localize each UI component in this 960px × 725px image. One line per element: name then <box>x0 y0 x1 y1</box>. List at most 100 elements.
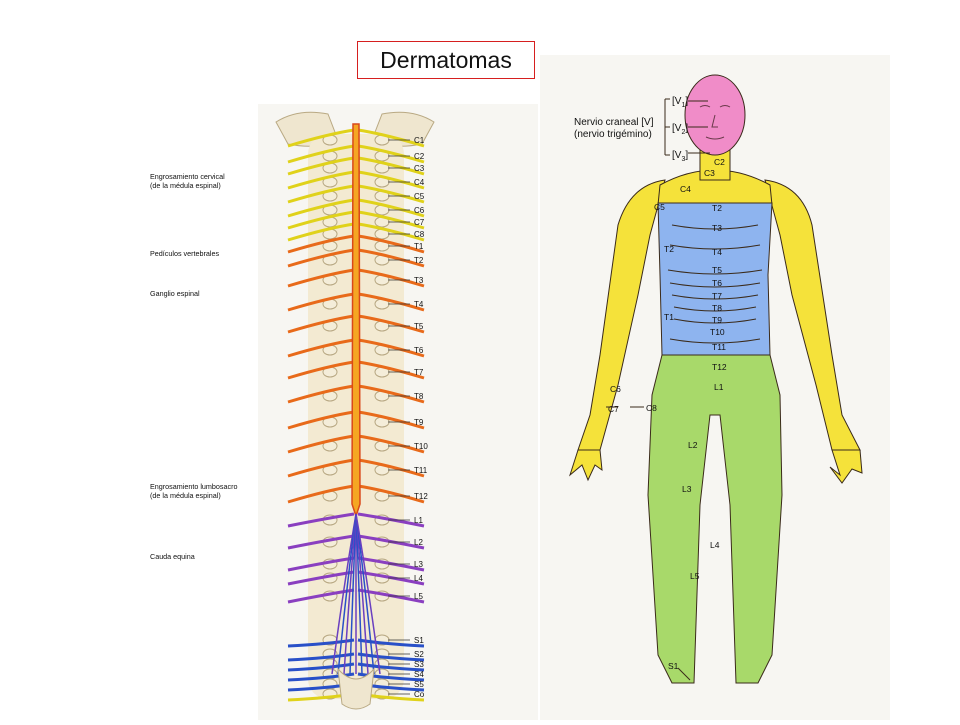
dermatome-label: C5 <box>654 202 665 212</box>
dermatome-label: C3 <box>704 168 715 178</box>
spinal-nerve-left <box>287 268 355 288</box>
spinal-nerve-left <box>287 248 355 268</box>
spinal-nerve-right <box>357 144 425 164</box>
segment-label: S5 <box>414 680 424 689</box>
dermatome-body-map: Nervio craneal [V] (nervio trigémino) [V… <box>540 55 890 720</box>
spinal-nerve-right <box>357 410 425 430</box>
segment-label: C1 <box>414 136 425 145</box>
spinal-nerve-left <box>287 170 355 190</box>
right-hand <box>569 449 603 482</box>
dermatome-label: T12 <box>712 362 727 372</box>
right-arm <box>577 179 666 451</box>
segment-label: T1 <box>414 242 424 251</box>
spinal-nerve-left <box>287 484 355 504</box>
dermatome-label: S1 <box>668 661 679 671</box>
dermatome-label: L4 <box>710 540 720 550</box>
left-callouts-group: Engrosamiento cervical(de la médula espi… <box>150 172 238 561</box>
segment-labels-group: C1C2C3C4C5C6C7C8T1T2T3T4T5T6T7T8T9T10T11… <box>388 136 428 699</box>
spinal-nerve-left <box>287 434 355 454</box>
spinal-nerve-right <box>357 248 425 268</box>
trigeminal-label-1: Nervio craneal [V] <box>574 117 654 128</box>
dermatome-label: C2 <box>714 157 725 167</box>
trigeminal-bracket <box>664 98 710 156</box>
spinal-nerve-left <box>287 638 355 648</box>
dermatome-leaders <box>606 406 691 681</box>
spinal-nerve-left <box>287 184 355 204</box>
dermatome-label: T2 <box>664 244 674 254</box>
segment-label: T11 <box>414 466 428 475</box>
segment-label: L5 <box>414 592 423 601</box>
spinal-nerve-right <box>357 198 425 218</box>
spinal-nerve-left <box>287 384 355 404</box>
spinal-nerve-left <box>287 534 355 550</box>
spinal-nerve-right <box>357 268 425 288</box>
callout-ganglion-line: Ganglio espinal <box>150 289 200 298</box>
segment-label: L1 <box>414 516 423 525</box>
dermatome-label: L1 <box>714 382 724 392</box>
dermatome-label: T8 <box>712 303 722 313</box>
spinal-nerve-right <box>357 314 425 334</box>
spinal-nerve-right <box>357 638 425 648</box>
callout-cauda-line: Cauda equina <box>150 552 195 561</box>
spinal-nerve-left <box>287 314 355 334</box>
callout-pedicles-line: Pedículos vertebrales <box>150 249 220 258</box>
dermatome-label: T10 <box>710 327 725 337</box>
dermatome-label: T9 <box>712 315 722 325</box>
segment-label: C7 <box>414 218 425 227</box>
callout-lumbosacral-line: Engrosamiento lumbosacro <box>150 482 238 491</box>
spinal-nerve-left <box>287 144 355 164</box>
spinal-nerve-left <box>287 410 355 430</box>
segment-label: C5 <box>414 192 425 201</box>
spinal-nerve-right <box>357 512 425 528</box>
spinal-nerve-left <box>287 458 355 478</box>
dermatome-label: C6 <box>610 384 621 394</box>
dermatome-label: T6 <box>712 278 722 288</box>
spinal-cord-figure: C1C2C3C4C5C6C7C8T1T2T3T4T5T6T7T8T9T10T11… <box>150 104 538 720</box>
spinal-nerve-right <box>357 458 425 478</box>
dermatome-label: C7 <box>608 404 619 414</box>
cauda-equina-fibers <box>331 513 381 675</box>
segment-label: T4 <box>414 300 424 309</box>
spinal-nerve-left <box>287 210 355 230</box>
spinal-nerve-left <box>287 338 355 358</box>
spinal-nerve-left <box>287 360 355 380</box>
spinal-nerve-left <box>287 234 355 254</box>
svg-text:[V1]: [V1] <box>672 96 688 109</box>
dermatome-label: L3 <box>682 484 692 494</box>
segment-label: Co <box>414 690 425 699</box>
callout-lumbosacral-line: (de la médula espinal) <box>150 491 221 500</box>
dermatome-label: L2 <box>688 440 698 450</box>
spinal-nerve-right <box>357 434 425 454</box>
slide-title: Dermatomas <box>380 46 512 73</box>
spinal-nerve-right <box>357 184 425 204</box>
spinal-nerve-right <box>357 360 425 380</box>
cauda-fiber <box>355 513 381 675</box>
dermatome-label: T1 <box>664 312 674 322</box>
spinal-nerve-left <box>287 652 355 662</box>
spinal-nerve-right <box>357 210 425 230</box>
segment-label: C2 <box>414 152 425 161</box>
segment-label: C4 <box>414 178 425 187</box>
body-figure: Nervio craneal [V] (nervio trigémino) [V… <box>540 55 890 720</box>
face-features <box>699 105 731 140</box>
spinal-nerve-left <box>287 128 355 148</box>
segment-label: S2 <box>414 650 424 659</box>
segment-label: L3 <box>414 560 423 569</box>
dermatome-label: C8 <box>646 403 657 413</box>
spinal-nerve-left <box>287 198 355 218</box>
segment-label: T6 <box>414 346 424 355</box>
segment-label: C6 <box>414 206 425 215</box>
dermatome-label: T2 <box>712 203 722 213</box>
dermatome-label: L5 <box>690 571 700 581</box>
segment-label: T9 <box>414 418 424 427</box>
trigeminal-label-2: (nervio trigémino) <box>574 129 652 140</box>
spinal-nerve-right <box>357 292 425 312</box>
spinal-nerve-right <box>357 234 425 254</box>
segment-label: T8 <box>414 392 424 401</box>
segment-label: T5 <box>414 322 424 331</box>
dermatome-label: T4 <box>712 247 722 257</box>
spinal-nerve-right <box>357 222 425 242</box>
spinal-nerve-right <box>357 170 425 190</box>
segment-label: T10 <box>414 442 428 451</box>
